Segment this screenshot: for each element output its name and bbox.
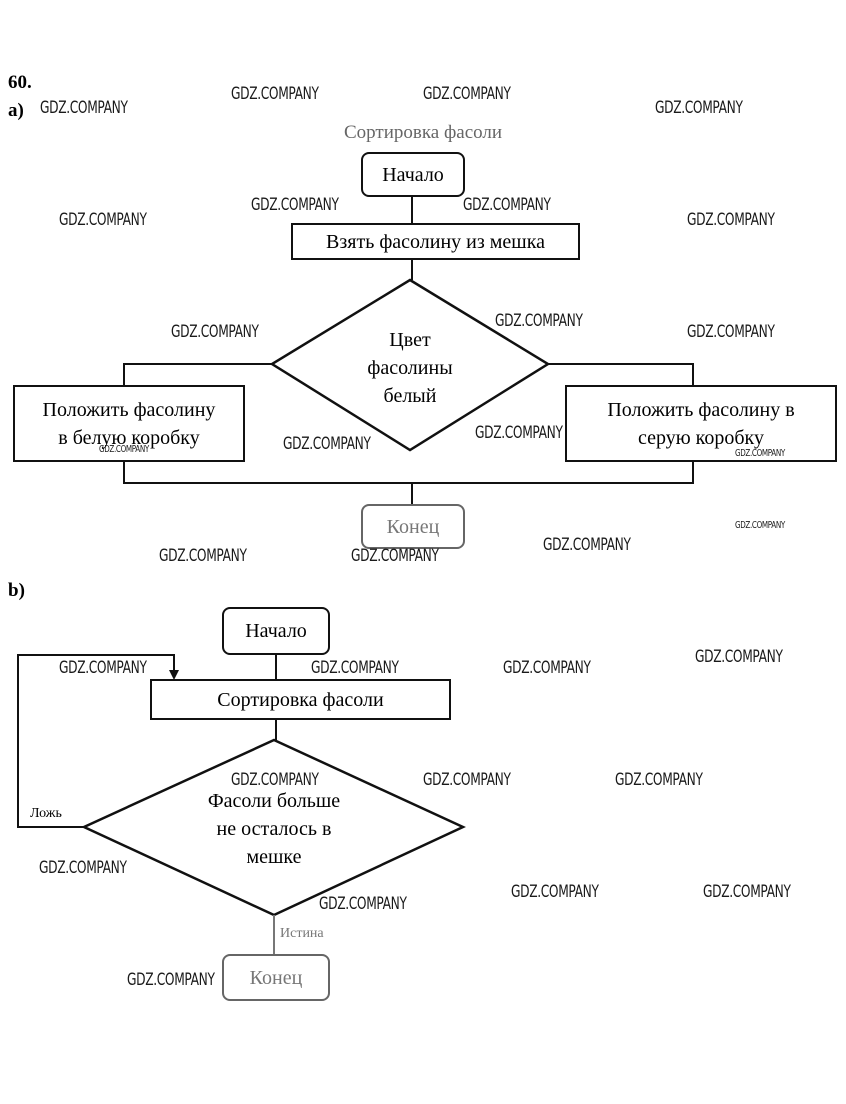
watermark: GDZ.COMPANY: [351, 546, 439, 566]
start-label-b: Начало: [245, 620, 307, 642]
grey-box-action: Положить фасолину в серую коробку: [565, 385, 837, 462]
watermark: GDZ.COMPANY: [735, 448, 785, 459]
watermark: GDZ.COMPANY: [503, 658, 591, 678]
false-branch-label: Ложь: [30, 806, 62, 821]
watermark: GDZ.COMPANY: [655, 98, 743, 118]
grey-box-action-line: серую коробку: [638, 426, 764, 449]
watermark: GDZ.COMPANY: [463, 195, 551, 215]
watermark: GDZ.COMPANY: [615, 770, 703, 790]
white-box-action-line: Положить фасолину: [42, 398, 216, 421]
watermark: GDZ.COMPANY: [687, 210, 775, 230]
watermark: GDZ.COMPANY: [127, 970, 215, 990]
watermark: GDZ.COMPANY: [543, 535, 631, 555]
watermark: GDZ.COMPANY: [511, 882, 599, 902]
watermark: GDZ.COMPANY: [687, 322, 775, 342]
watermark: GDZ.COMPANY: [231, 84, 319, 104]
true-branch-label: Истина: [280, 926, 324, 941]
take-bean-label: Взять фасолину из мешка: [326, 230, 545, 253]
part-a-label: a): [8, 100, 24, 121]
watermark: GDZ.COMPANY: [703, 882, 791, 902]
watermark: GDZ.COMPANY: [319, 894, 407, 914]
arrowhead-icon: [169, 670, 179, 680]
watermark: GDZ.COMPANY: [495, 311, 583, 331]
watermark: GDZ.COMPANY: [735, 520, 785, 531]
white-box-action: Положить фасолину в белую коробку: [13, 385, 245, 462]
decision-b-line: мешке: [246, 846, 302, 868]
end-label-a: Конец: [386, 515, 440, 538]
watermark: GDZ.COMPANY: [39, 858, 127, 878]
connector-decision-to-right: [548, 363, 694, 386]
decision-b-text: Фасоли больше не осталось в мешке: [174, 787, 374, 871]
watermark: GDZ.COMPANY: [59, 658, 147, 678]
end-terminal-b: Конец: [222, 954, 330, 1001]
decision-a-line: Цвет: [389, 329, 431, 351]
watermark: GDZ.COMPANY: [171, 322, 259, 342]
watermark: GDZ.COMPANY: [231, 770, 319, 790]
end-terminal-a: Конец: [361, 504, 465, 549]
watermark: GDZ.COMPANY: [423, 84, 511, 104]
decision-diamond-a: [269, 278, 551, 452]
connector-b-false-loop: [17, 654, 175, 828]
watermark: GDZ.COMPANY: [695, 647, 783, 667]
decision-a-line: фасолины: [367, 357, 453, 379]
watermark: GDZ.COMPANY: [40, 98, 128, 118]
take-bean-process: Взять фасолину из мешка: [291, 223, 580, 260]
end-label-b: Конец: [249, 966, 303, 989]
part-b-label: b): [8, 580, 25, 601]
watermark: GDZ.COMPANY: [251, 195, 339, 215]
flowchart-a-title: Сортировка фасоли: [344, 122, 503, 143]
connector-merge: [123, 461, 694, 484]
sorting-process-b: Сортировка фасоли: [150, 679, 451, 720]
decision-b-line: Фасоли больше: [207, 790, 341, 812]
connector-decision-to-left: [123, 363, 272, 386]
problem-number: 60.: [8, 72, 32, 93]
start-label-a: Начало: [382, 163, 444, 186]
watermark: GDZ.COMPANY: [99, 444, 149, 455]
watermark: GDZ.COMPANY: [159, 546, 247, 566]
watermark: GDZ.COMPANY: [59, 210, 147, 230]
watermark: GDZ.COMPANY: [283, 434, 371, 454]
decision-b-line: не осталось в: [216, 818, 332, 840]
sorting-process-label: Сортировка фасоли: [217, 688, 384, 711]
start-terminal-b: Начало: [222, 607, 330, 655]
decision-a-line: белый: [383, 385, 437, 407]
white-box-action-line: в белую коробку: [58, 426, 200, 449]
watermark: GDZ.COMPANY: [423, 770, 511, 790]
start-terminal-a: Начало: [361, 152, 465, 197]
watermark: GDZ.COMPANY: [475, 423, 563, 443]
grey-box-action-line: Положить фасолину в: [607, 398, 795, 421]
decision-a-text: Цвет фасолины белый: [340, 326, 480, 410]
watermark: GDZ.COMPANY: [311, 658, 399, 678]
